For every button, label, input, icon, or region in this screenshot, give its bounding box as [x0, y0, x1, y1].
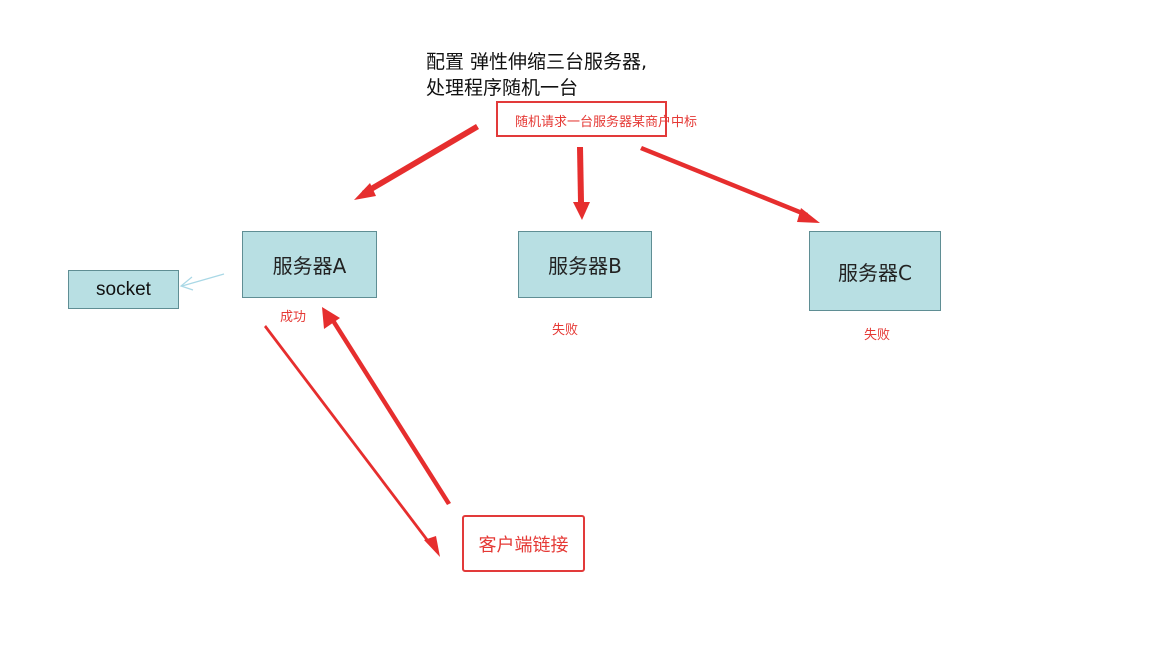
arrow-to-server-b: [573, 147, 590, 220]
server-b-box: 服务器B: [518, 231, 652, 298]
arrow-server-a-to-client: [264, 325, 440, 557]
server-a-status: 成功: [280, 310, 307, 325]
arrow-client-to-server-a: [322, 307, 451, 505]
random-request-box: [496, 101, 667, 137]
socket-box: socket: [68, 270, 179, 309]
server-c-label: 服务器C: [838, 260, 912, 285]
random-request-note: 随机请求一台服务器某商户中标: [515, 115, 698, 130]
diagram-title-line-2: 处理程序随机一台: [426, 77, 579, 99]
server-a-box: 服务器A: [242, 231, 377, 298]
client-connection-box: 客户端链接: [462, 515, 585, 572]
server-b-label: 服务器B: [548, 254, 622, 278]
server-a-label: 服务器A: [272, 254, 347, 278]
server-c-status: 失败: [864, 328, 891, 343]
arrow-to-server-c: [640, 146, 820, 223]
diagram-title-line-1: 配置 弹性伸缩三台服务器,: [426, 51, 648, 73]
arrow-to-server-a: [354, 124, 479, 200]
server-c-box: 服务器C: [809, 231, 941, 311]
client-connection-label: 客户端链接: [478, 534, 569, 556]
server-b-status: 失败: [552, 323, 579, 338]
arrow-server-a-to-socket: [179, 273, 225, 291]
socket-label: socket: [96, 278, 151, 300]
